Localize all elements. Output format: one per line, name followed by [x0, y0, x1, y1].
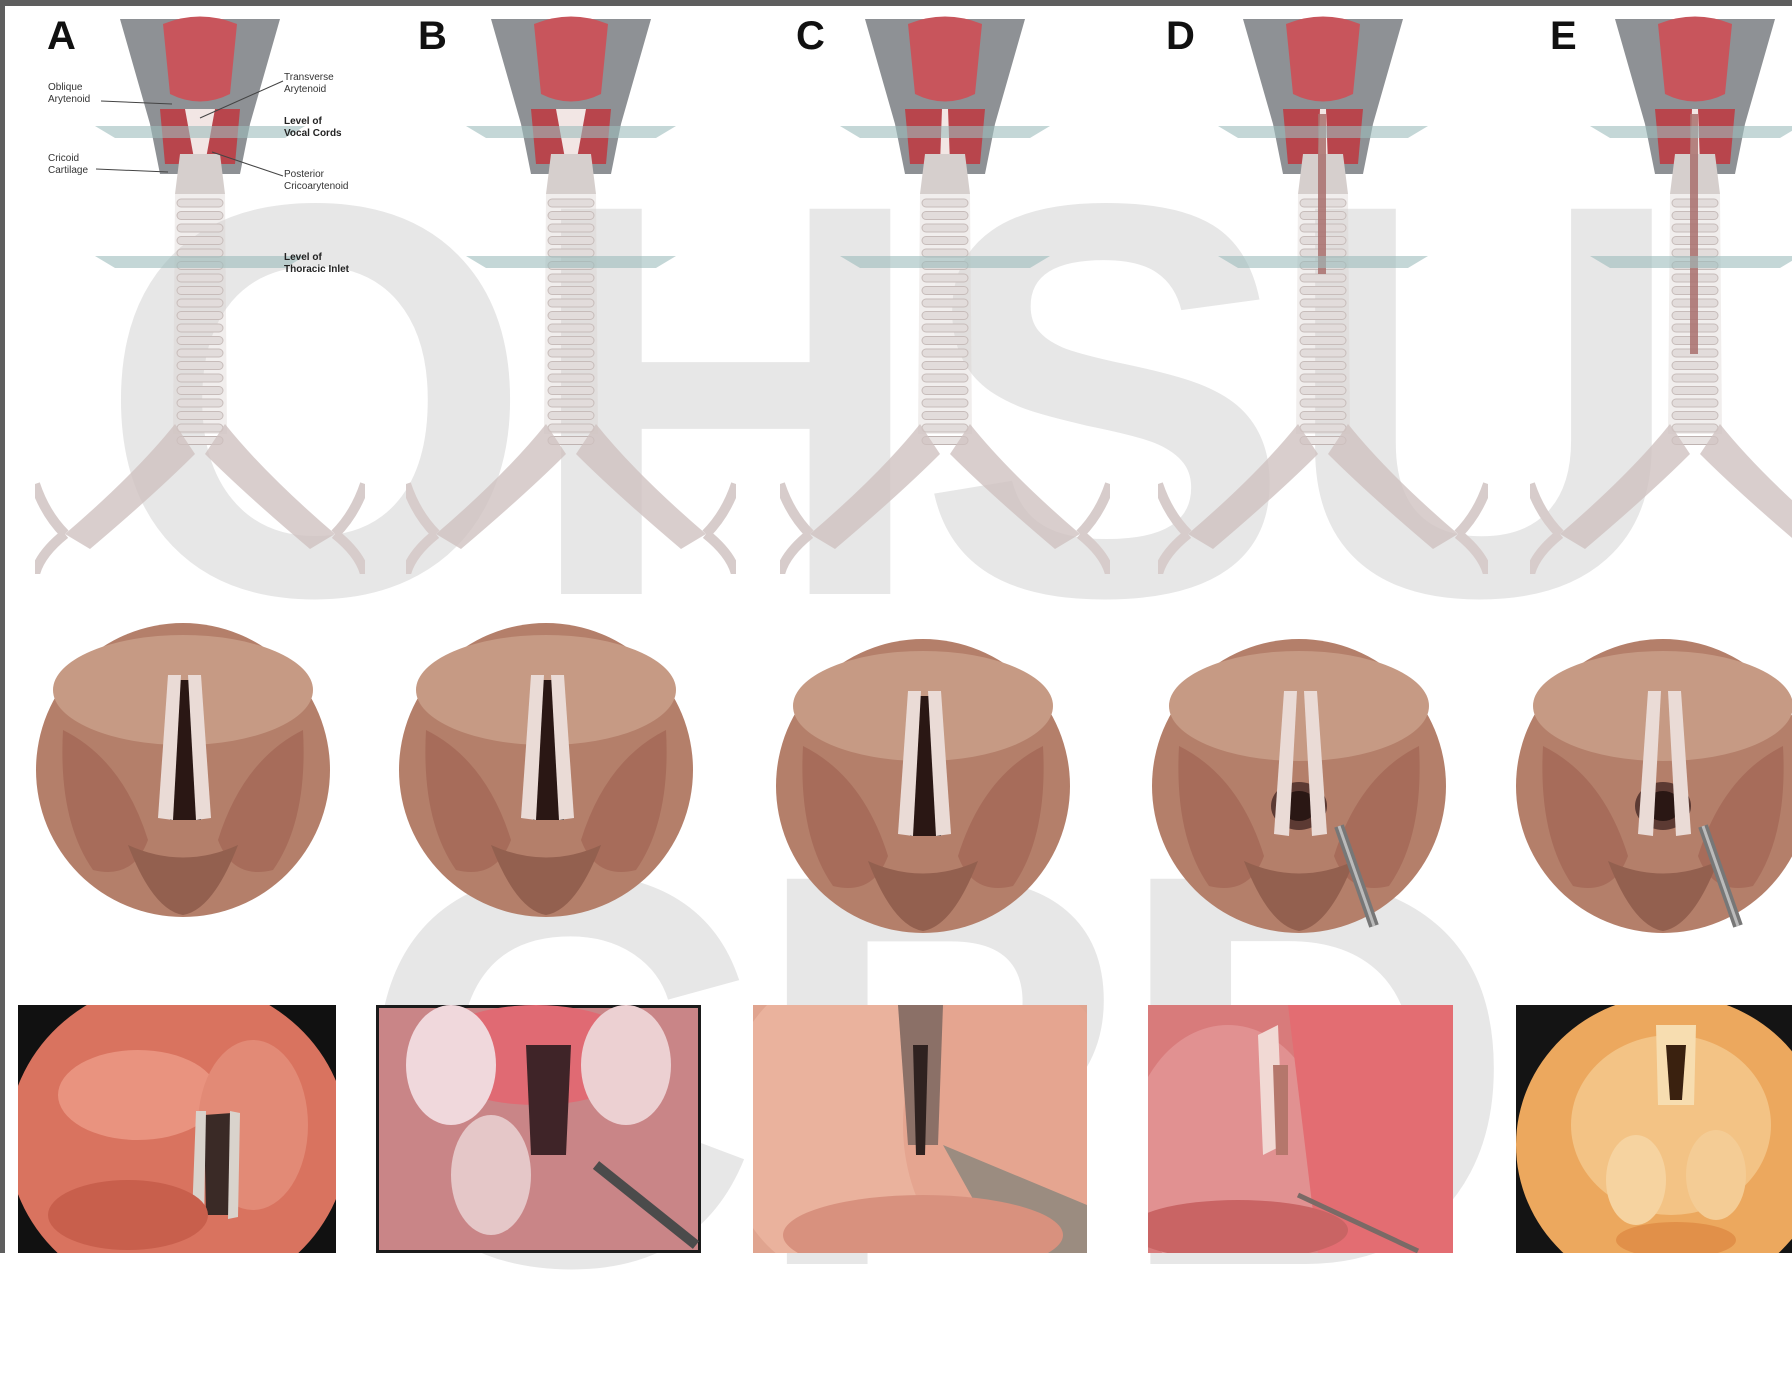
label-posterior-cricoarytenoid: Posterior Cricoarytenoid	[284, 169, 348, 193]
endoscopic-view-b	[396, 620, 696, 920]
label-cricoid-cartilage: Cricoid Cartilage	[48, 153, 88, 177]
clinical-photo-e	[1516, 1005, 1792, 1253]
airway-illustration-b	[406, 14, 736, 574]
clinical-photo-d	[1148, 1005, 1453, 1253]
clinical-photo-b	[376, 1005, 701, 1253]
airway-illustration-d	[1158, 14, 1488, 574]
clinical-photo-c	[753, 1005, 1087, 1253]
endoscopic-view-a	[33, 620, 333, 920]
endoscopic-view-d	[1149, 636, 1449, 936]
label-oblique-arytenoid: Oblique Arytenoid	[48, 82, 90, 106]
airway-illustration-c	[780, 14, 1110, 574]
clinical-photo-a	[18, 1005, 336, 1253]
airway-illustration-e	[1530, 14, 1792, 574]
label-transverse-arytenoid: Transverse Arytenoid	[284, 72, 334, 96]
endoscopic-view-c	[773, 636, 1073, 936]
label-level-vocal-cords: Level of Vocal Cords	[284, 116, 342, 140]
label-level-thoracic-inlet: Level of Thoracic Inlet	[284, 252, 349, 276]
endoscopic-view-e	[1513, 636, 1792, 936]
